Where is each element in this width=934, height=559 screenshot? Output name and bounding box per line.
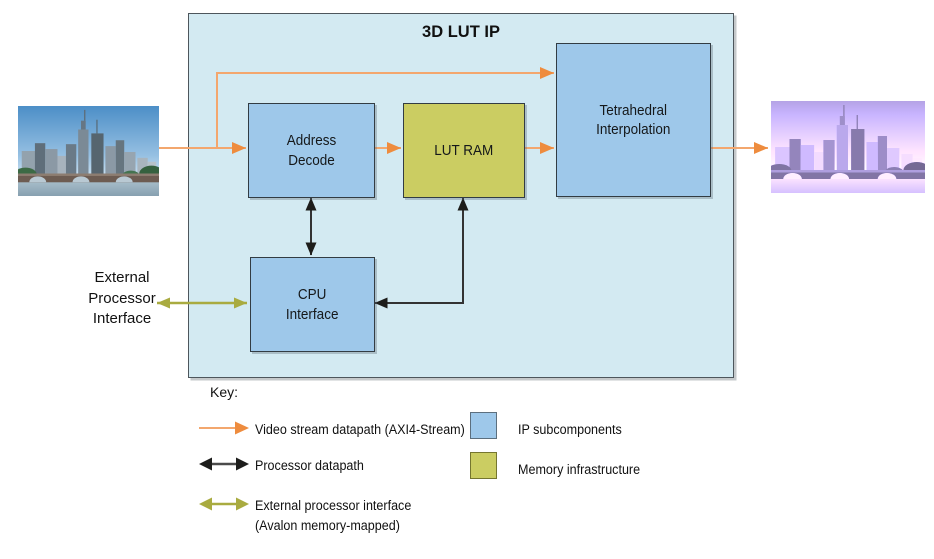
key-heading: Key: (210, 384, 239, 400)
key-external-arrow-icon (199, 497, 249, 511)
block-address-decode-label: Address Decode (286, 132, 337, 169)
processor-arrow-ram-cpu (374, 197, 469, 309)
block-lut-ram-label: LUT RAM (434, 141, 494, 159)
block-tetrahedral-interpolation: Tetrahedral Interpolation (556, 43, 711, 197)
key-swatch-memory-infrastructure (470, 452, 497, 479)
video-arrow-bypass (216, 67, 554, 148)
block-cpu-interface-label: CPU Interface (286, 286, 339, 323)
key-label-video-stream: Video stream datapath (AXI4-Stream) (255, 422, 465, 437)
external-processor-interface-label: External Processor Interface (88, 269, 156, 328)
key-video-arrow-icon (199, 421, 249, 435)
key-processor-arrow-icon (199, 457, 249, 471)
key-label-ip-subcomponents: IP subcomponents (518, 422, 622, 437)
block-lut-ram: LUT RAM (403, 103, 525, 198)
diagram-title-text: 3D LUT IP (422, 23, 500, 41)
block-tetrahedral-label: Tetrahedral Interpolation (596, 101, 671, 139)
block-cpu-interface: CPU Interface (250, 257, 375, 352)
key-label-processor-datapath: Processor datapath (255, 458, 364, 473)
key-swatch-ip-subcomponents (470, 412, 497, 439)
diagram-title: 3D LUT IP (189, 23, 733, 42)
key-label-external-interface: External processor interface (Avalon mem… (255, 498, 412, 533)
block-address-decode: Address Decode (248, 103, 375, 198)
key-label-memory-infrastructure: Memory infrastructure (518, 462, 641, 477)
